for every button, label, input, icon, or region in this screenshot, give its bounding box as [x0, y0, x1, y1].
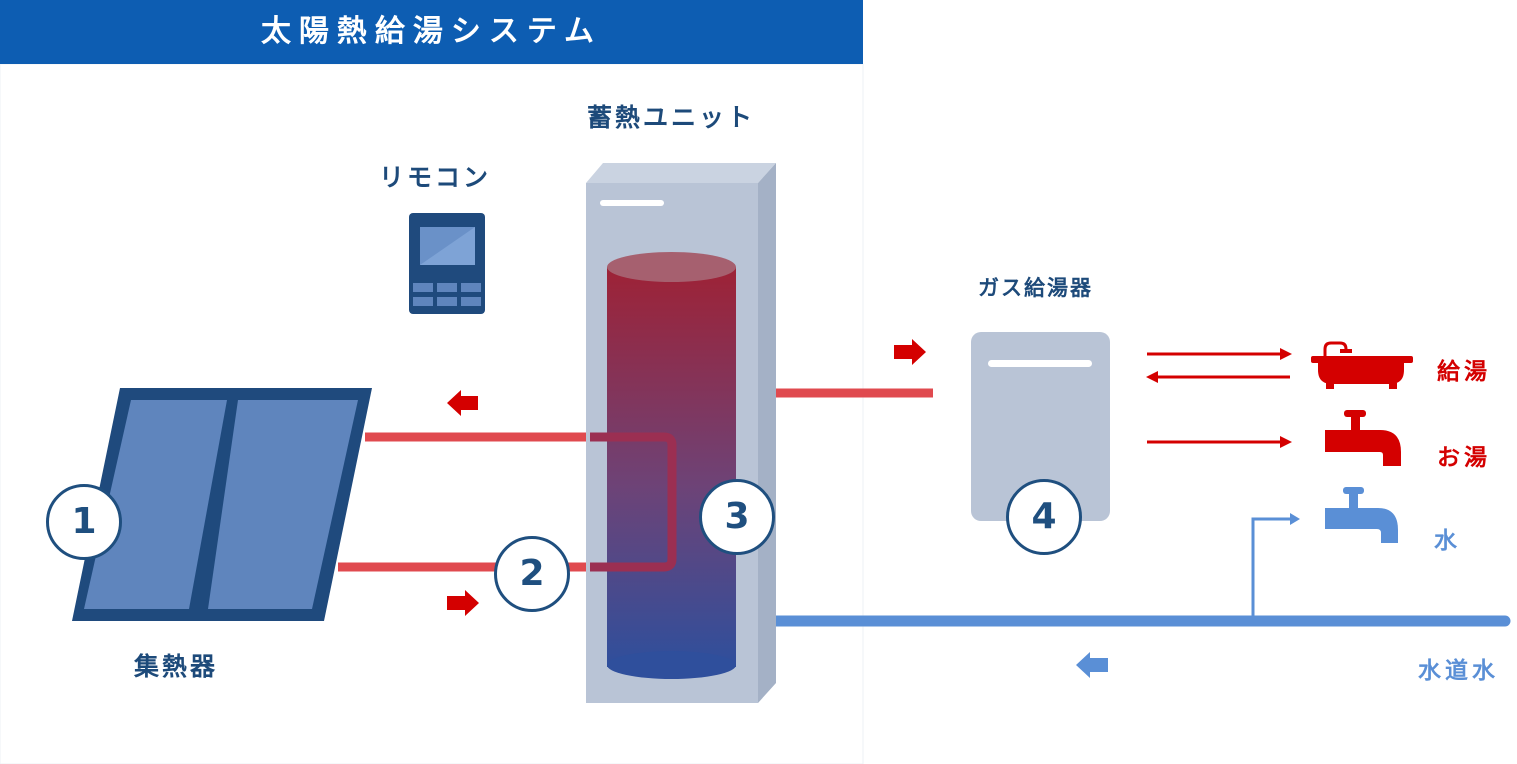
- storage-unit-top: [586, 163, 776, 183]
- cold-branch-arrowhead: [1290, 513, 1300, 525]
- heat-exchange-coil: [590, 432, 677, 572]
- marker-3: 3: [699, 479, 775, 555]
- gas-heater-slot: [988, 360, 1092, 367]
- gas-heater-body: [971, 332, 1110, 521]
- gas-heater-label: ガス給湯器: [978, 276, 1093, 300]
- tap-water-label: 水道水: [1418, 658, 1499, 684]
- flow-arrow-right-lower: [447, 590, 479, 616]
- water-label: 水: [1434, 528, 1461, 554]
- remote-label: リモコン: [379, 163, 492, 192]
- remote-screen-highlight: [420, 227, 475, 265]
- diagram-title: 太陽熱給湯システム: [260, 14, 603, 49]
- hot-water-label: お湯: [1437, 445, 1491, 471]
- remote-buttons: [413, 283, 481, 306]
- marker-1: 1: [46, 484, 122, 560]
- cold-faucet-icon: [1325, 487, 1398, 543]
- tank-top: [607, 252, 736, 282]
- title-bar: [0, 0, 863, 64]
- tap-water-arrow-left: [1076, 652, 1108, 678]
- flow-arrow-left: [447, 390, 478, 416]
- supply-arrowhead-return: [1146, 371, 1158, 383]
- solar-collector-right-pane: [208, 400, 358, 609]
- supply-arrowhead-out: [1280, 348, 1292, 360]
- cold-branch-line: [1251, 517, 1292, 621]
- hot-faucet-icon: [1325, 410, 1401, 466]
- hot-water-arrowhead: [1280, 436, 1292, 448]
- tank-bottom: [607, 651, 736, 679]
- flow-arrow-right-upper: [894, 339, 926, 365]
- marker-2: 2: [494, 536, 570, 612]
- bathtub-icon: [1311, 341, 1413, 389]
- storage-unit-label: 蓄熱ユニット: [587, 103, 756, 132]
- storage-unit-side: [758, 163, 776, 703]
- storage-unit-slot: [600, 200, 664, 206]
- collector-label: 集熱器: [134, 652, 219, 681]
- solar-collector-left-pane: [84, 400, 227, 609]
- marker-4: 4: [1006, 479, 1082, 555]
- hot-water-supply-label: 給湯: [1437, 359, 1491, 385]
